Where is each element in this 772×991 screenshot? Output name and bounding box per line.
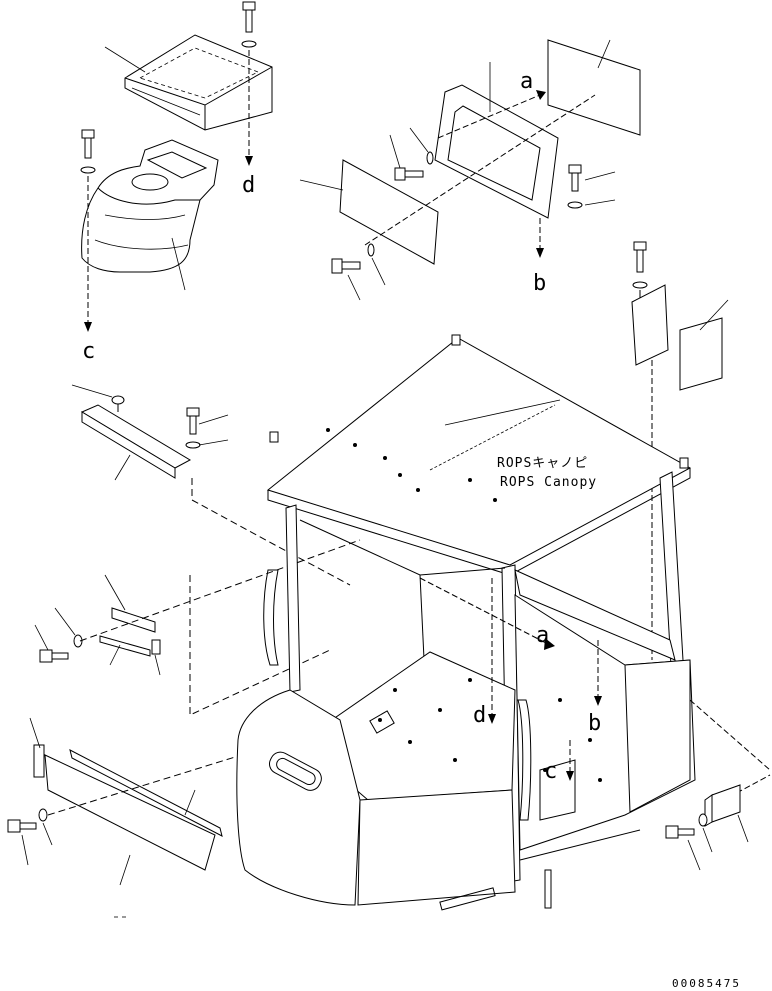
glass-panel-part [547,39,641,136]
leader-line [198,439,229,446]
leader-line [347,274,361,301]
leader-line [34,624,49,651]
arrow-c-cab [566,771,574,781]
arrow-c [84,322,92,332]
leader-line [584,199,616,206]
leader-line [702,827,713,853]
arrow-b [536,248,544,258]
bolt-part [80,129,96,174]
label-d-cab: d [473,703,486,728]
channel-bracket-part [80,395,192,479]
plate-part [99,607,161,657]
label-c-top: c [82,339,95,364]
leader-line [389,134,401,169]
assembly-line [437,94,541,139]
assembly-line [419,577,549,645]
canopy-title-jp: ROPSキャノピ [497,456,588,471]
label-c-cab: c [544,759,557,784]
bolt-part [185,407,201,449]
leader-line [409,127,429,153]
bolt-part [241,1,257,48]
bolt-part [394,151,434,181]
cover-box-part [124,34,273,131]
side-guard-part [33,744,223,871]
bracket-part [631,284,669,366]
leader-line [71,384,113,398]
assembly-line [79,539,361,642]
canopy-title-en: ROPS Canopy [500,475,597,490]
mount-bracket-part [704,784,741,827]
assembly-line [191,478,351,586]
leader-line [109,644,121,666]
arrow-d [245,156,253,166]
leader-line [198,414,229,425]
window-frame-part [434,84,559,219]
leader-line [104,46,146,73]
leader-line [299,179,344,191]
arrow-d-cab [488,714,496,724]
leader-line [114,454,131,481]
label-d-top: d [242,173,255,198]
bolt-part [567,164,583,209]
arrow-a-cab [544,638,555,650]
leader-line [54,607,76,636]
arrow-b-cab [594,696,602,706]
leader-line [184,789,196,816]
leader-line [29,717,41,749]
bolt-part [632,241,648,289]
leader-line [597,39,611,69]
leader-line [119,854,131,886]
bolt-part [39,634,83,663]
bolt-part [7,808,48,833]
label-a-cab: a [536,623,549,648]
bolt-part [331,243,375,274]
label-a-top: a [520,69,533,94]
leader-line [371,257,386,286]
drawing-number: 00085475 [672,977,741,990]
leader-line [584,171,616,181]
leader-line [687,839,701,871]
leader-line [699,299,729,331]
leader-line [104,574,126,611]
leader-line [42,822,53,846]
label-b-top: b [533,271,546,296]
rops-canopy [236,334,696,911]
leader-line [154,654,161,676]
leader-line [171,237,186,291]
assembly-line [689,699,771,771]
bolt-part [665,813,708,839]
arrow-a [536,90,546,100]
shroud-cover-part [81,139,219,273]
leader-line [737,814,749,843]
assembly-line [364,94,596,246]
leader-line [21,834,29,866]
assembly-line [189,575,331,716]
label-b-cab: b [588,711,601,736]
glass-panel-part [339,159,439,265]
